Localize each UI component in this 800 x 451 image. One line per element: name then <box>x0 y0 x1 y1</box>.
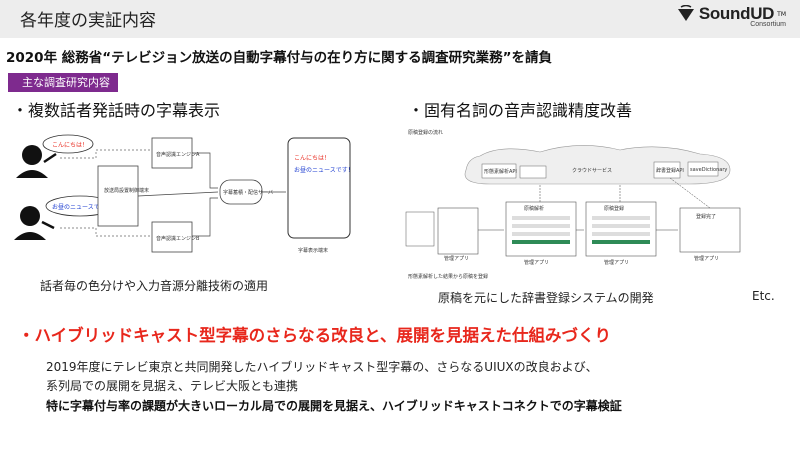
bubble-2-text: お昼のニュースです！ <box>52 204 112 211</box>
headline: 2020年 総務省“テレビジョン放送の自動字幕付与の在り方に関する調査研究業務”… <box>6 50 553 66</box>
engine-b-box <box>151 221 193 253</box>
api-box-1-label: 形態素解析API <box>484 168 517 175</box>
flow-title: 原稿登録の流れ <box>408 129 443 136</box>
app-label-1: 管理アプリ <box>444 255 469 262</box>
hybridcast-heading: ・ハイブリッドキャスト型字幕のさらなる改良と、展開を見据えた仕組みづくり <box>18 326 612 345</box>
app-screen-1 <box>437 207 479 255</box>
screen-line-1: こんにちは！ <box>294 155 330 162</box>
header-bar <box>0 0 800 38</box>
cloud-label: クラウドサービス <box>572 167 612 174</box>
sound-wave-icon <box>677 5 694 21</box>
right-bullet: ・固有名詞の音声認識精度改善 <box>408 101 633 120</box>
engine-b-label: 音声認識エンジンB <box>156 235 200 242</box>
api-box-1 <box>481 163 517 179</box>
api-box-3 <box>687 161 719 177</box>
display-terminal-label: 字幕表示端末 <box>298 247 328 254</box>
analysis-screen <box>505 201 577 257</box>
desc-line-2: 系列局での展開を見据え、テレビ大阪とも連携 <box>46 379 299 393</box>
api-box-2-label: 辞書登録API <box>656 167 684 174</box>
analysis-label: 原稿解析 <box>524 205 544 212</box>
speaker-1-bubble: こんにちは！ <box>42 134 94 154</box>
display-terminal <box>287 137 351 239</box>
done-screen <box>679 207 741 253</box>
bubble-1-text: こんにちは！ <box>52 142 88 149</box>
research-tag: 主な調査研究内容 <box>8 73 118 92</box>
screen-line-2: お昼のニュースです！ <box>294 167 354 174</box>
speaker-2-icon <box>14 206 55 240</box>
dictionary-flow-diagram: 原稿登録の流れ クラウドサービス 形態素解析API 辞書登録API saveDi… <box>405 129 741 280</box>
flow-note: 形態素解析した結果から原稿を登録 <box>408 273 488 280</box>
done-label: 登録完了 <box>696 213 716 220</box>
api-box-2 <box>653 161 681 179</box>
engine-a-label: 音声認識エンジンA <box>156 151 200 158</box>
page-title: 各年度の実証内容 <box>20 11 156 31</box>
app-label-3: 管理アプリ <box>604 259 629 266</box>
api-box-3-label: saveDictionary <box>690 167 727 173</box>
engine-a-box <box>151 137 193 169</box>
desc-line-1: 2019年度にテレビ東京と共同開発したハイブリッドキャスト型字幕の、さらなるUI… <box>46 360 598 374</box>
speaker-diagram: こんにちは！ お昼のニュースです！ 放送局設置制御端末 音声認識エンジンA 音声… <box>14 134 354 254</box>
app-label-4: 管理アプリ <box>694 255 719 262</box>
etc-label: Etc. <box>752 289 775 303</box>
left-bullet: ・複数話者発話時の字幕表示 <box>12 101 221 120</box>
left-caption: 話者毎の色分けや入力音源分離技術の適用 <box>40 279 269 293</box>
logo-text: SoundUD <box>698 4 775 23</box>
app-label-2: 管理アプリ <box>524 259 549 266</box>
control-terminal-box <box>97 165 139 227</box>
control-terminal-label: 放送局設置制御端末 <box>104 187 149 194</box>
speaker-1-icon <box>16 145 57 178</box>
logo-sub: Consortium <box>750 21 786 28</box>
desc-line-3: 特に字幕付与率の課題が大きいローカル局での展開を見据え、ハイブリッドキャストコネ… <box>46 399 622 413</box>
register-screen <box>585 201 657 257</box>
right-caption: 原稿を元にした辞書登録システムの開発 <box>438 291 654 305</box>
register-label: 原稿登録 <box>604 205 624 212</box>
logo-tm: TM <box>777 10 786 18</box>
server-label: 字幕蓄積・配信サーバ <box>223 189 273 196</box>
